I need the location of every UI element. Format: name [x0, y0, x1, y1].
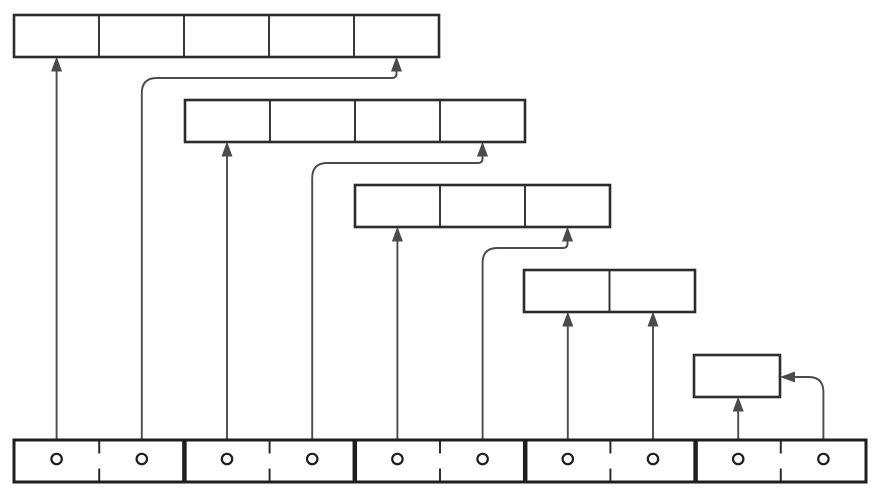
pointer-pair-array [12, 438, 868, 484]
pointer-origin-dot [731, 452, 745, 466]
row-of-3 [353, 183, 612, 229]
pointer-origin-dot [646, 452, 660, 466]
arrow-head [561, 226, 574, 242]
pair4-second-to-row-of-2-end [647, 311, 659, 453]
arrow-head [391, 226, 403, 242]
pair1-first-to-row-of-5-start [51, 56, 63, 453]
pointer-origin-dot [561, 452, 575, 466]
row-of-1 [692, 353, 782, 399]
arrow-line [311, 154, 484, 453]
arrow-head [562, 311, 574, 327]
pointer-origin-dot [817, 452, 830, 466]
pair2-first-to-row-of-4-start [221, 141, 233, 453]
pair4-first-to-row-of-2-start [562, 311, 574, 453]
arrow-head [51, 56, 63, 72]
pointer-origin-dot [476, 452, 489, 466]
row-of-5 [12, 13, 441, 59]
arrow-head [647, 311, 659, 327]
arrow-head [780, 371, 795, 383]
pointer-origin-dot [305, 452, 319, 466]
arrow-head [221, 141, 233, 157]
arrow-head [476, 141, 489, 157]
pointer-origin-dot [220, 452, 234, 466]
arrow-line [792, 376, 825, 453]
arrow-head [732, 396, 744, 412]
pair2-second-to-row-of-4-end [311, 141, 489, 453]
row-outline [353, 183, 612, 229]
arrow-line [140, 69, 398, 453]
row-outline [12, 13, 441, 59]
row-of-4 [183, 98, 527, 144]
arrow-head [390, 56, 403, 72]
pair1-second-to-row-of-5-end [140, 56, 403, 453]
pointer-origin-dot [391, 452, 404, 466]
pair3-second-to-row-of-3-end [481, 226, 574, 453]
row-outline [692, 353, 782, 399]
arrow-line [481, 239, 569, 453]
pointer-origin-dot [135, 452, 149, 466]
pair5-second-to-row-of-1-end [780, 371, 825, 453]
pointer-origin-dot [50, 452, 63, 466]
pair3-first-to-row-of-3-start [391, 226, 403, 453]
row-of-2 [522, 268, 697, 314]
